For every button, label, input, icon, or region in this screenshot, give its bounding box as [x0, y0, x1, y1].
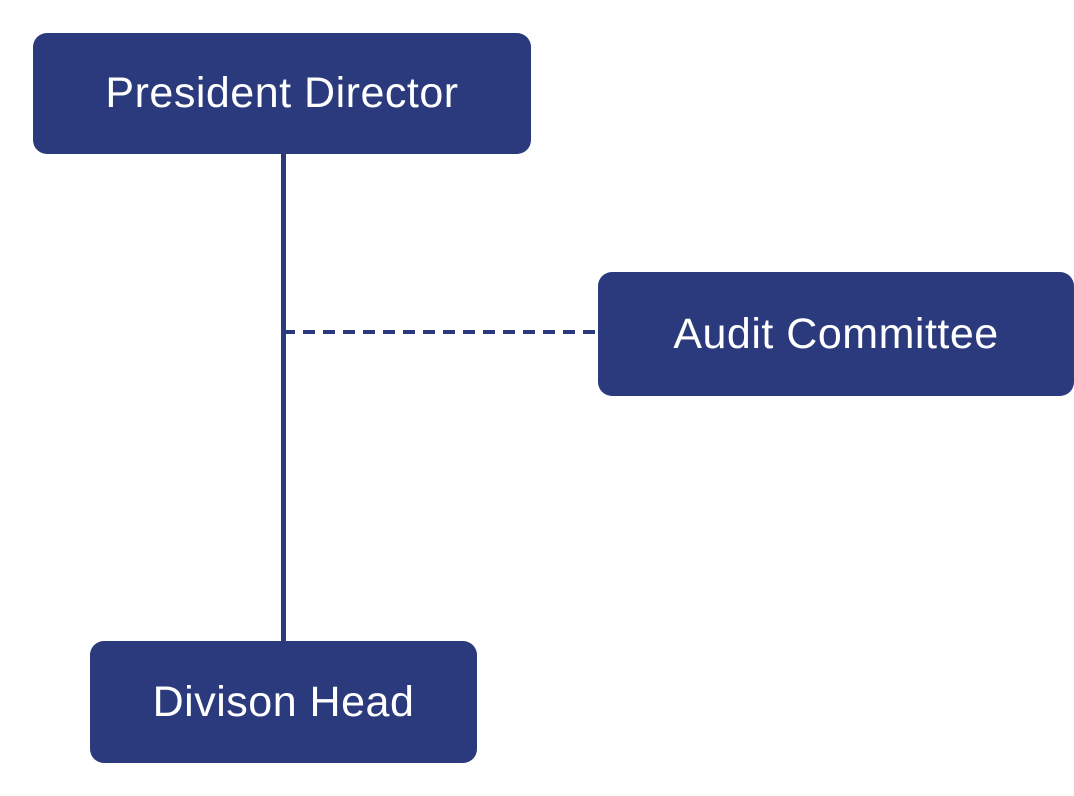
- node-division-head-label: Divison Head: [152, 677, 415, 726]
- node-audit-committee: Audit Committee: [598, 272, 1074, 396]
- node-president-director: President Director: [33, 33, 531, 154]
- connector-president-to-division-solid: [281, 154, 286, 641]
- node-president-director-label: President Director: [105, 69, 459, 117]
- connector-president-to-audit-dashed: [283, 330, 598, 334]
- node-division-head: Divison Head: [90, 641, 477, 763]
- node-audit-committee-label: Audit Committee: [673, 309, 999, 358]
